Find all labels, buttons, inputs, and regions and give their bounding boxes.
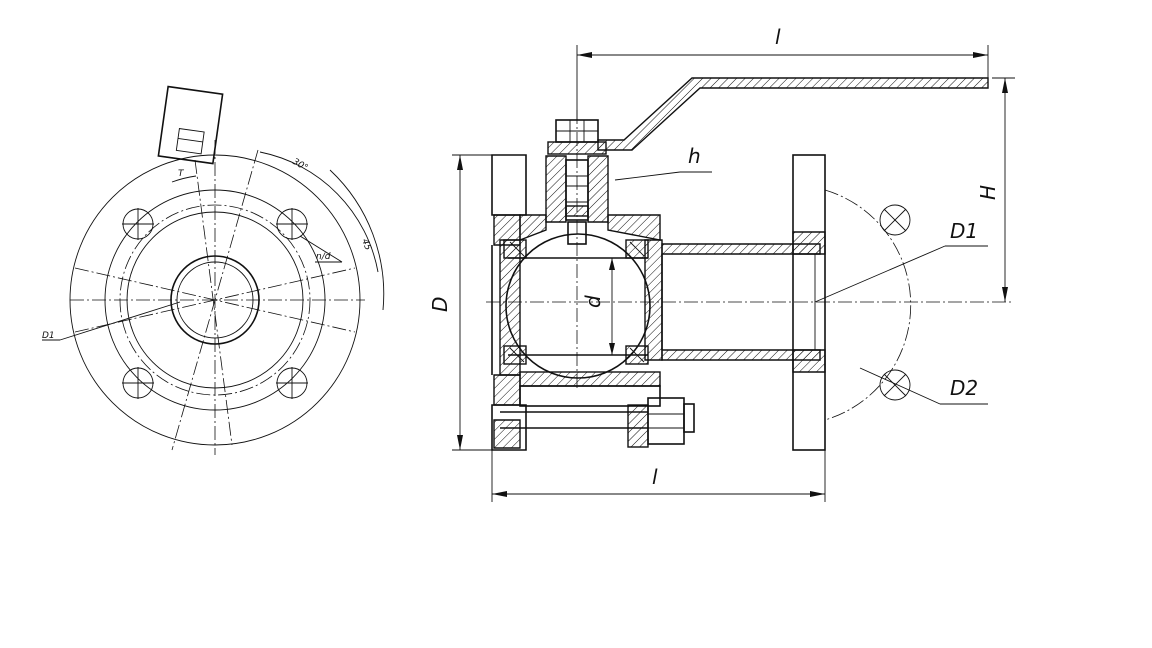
end-view-angle-arc-t [171,175,197,183]
flange-d1-label: D1 [950,219,978,243]
bolt-hole-d2-label: D2 [950,376,978,400]
bolt-hole-d2-leader [859,367,941,405]
valve-ball [505,233,651,379]
stem-height-label: h [688,144,701,168]
left-flange [491,154,527,451]
end-view-d1-leader [59,301,181,341]
flange-bolt-circle-projection [824,189,912,421]
end-view: D1 n/d T 30° 45 [42,85,385,455]
body-bottom-plate [519,385,661,407]
dimension-bore-label: d [581,295,605,308]
body-bottom-wall [519,371,661,387]
right-bolt-holes [879,204,911,401]
section-view: l H h D1 D2 D [428,25,1015,502]
end-view-handle [157,85,224,165]
flange-d1-leader [814,245,946,303]
stem-height-leader [614,171,681,181]
seat-rings [503,239,649,365]
dimension-height-label: H [976,185,1000,200]
end-view-nd-label: n/d [316,252,331,262]
dimension-top-length-label: l [775,25,781,49]
end-view-rotated-centerline [171,149,259,451]
dimension-height [992,77,1015,302]
dimension-top-length [576,45,989,120]
dimension-bottom-length [491,450,826,502]
end-view-bolt-holes [122,208,308,399]
end-view-angle-arc-30 [259,151,379,273]
body-top-left [519,214,547,242]
dimension-flange-outer-label: D [428,297,452,312]
dimension-bottom-length-label: l [652,465,658,489]
end-view-30-label: 30° [291,157,310,174]
end-view-angle-arc-45 [329,169,385,311]
dimension-flange-outer [452,154,492,451]
tie-bolt [500,397,695,448]
right-flange [792,154,826,451]
end-view-d1-label: D1 [42,331,55,341]
end-view-t-label: T [178,169,185,179]
dimension-bore [609,258,615,355]
end-view-45-label: 45 [359,238,372,252]
end-view-stem-centerline [194,159,233,446]
handle-lever [597,77,989,151]
end-view-nd-leader [299,235,343,263]
body-top-right [607,214,661,241]
